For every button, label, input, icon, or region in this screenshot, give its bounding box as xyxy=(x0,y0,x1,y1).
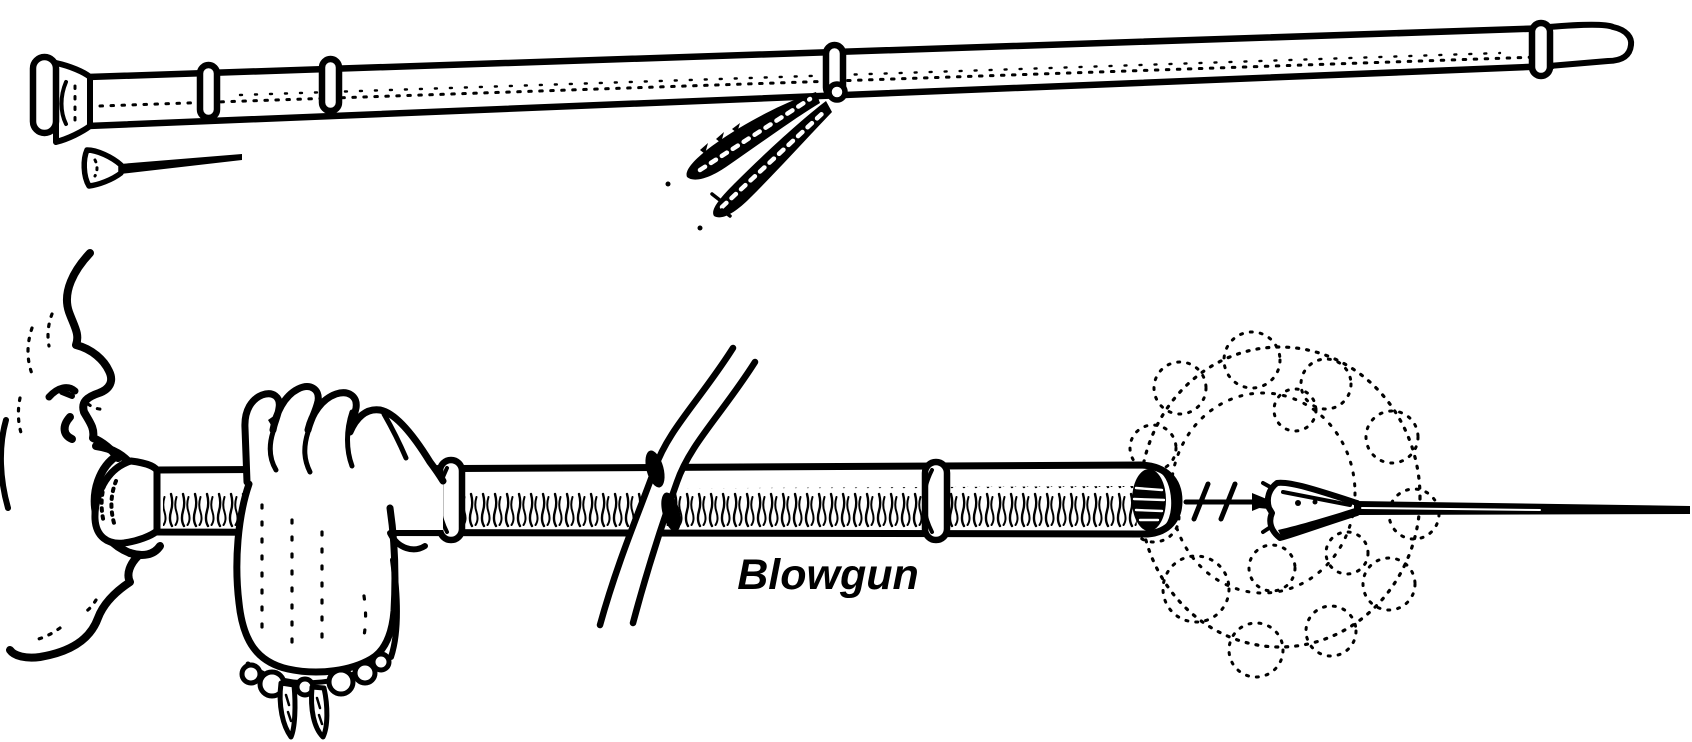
flying-dart-fluff-ticks xyxy=(1257,481,1274,534)
face-profile xyxy=(62,249,122,462)
fingers-contour xyxy=(241,383,447,486)
node-ring xyxy=(196,61,221,122)
cloud-lobe xyxy=(1324,530,1370,576)
fingernail xyxy=(268,413,278,430)
bracelet-bead xyxy=(326,667,356,697)
lower-lip xyxy=(126,542,164,559)
claw-hatch xyxy=(284,693,324,726)
muzzle-hatch xyxy=(1132,486,1166,522)
flying-dart-plug-shadow xyxy=(1278,508,1356,538)
cloud-lobe xyxy=(1272,387,1318,433)
top-tube-stipple-line xyxy=(98,55,1540,108)
bottom-mouthpiece xyxy=(91,457,161,547)
mouthpiece-stipple xyxy=(99,475,118,525)
eye-detail xyxy=(59,389,75,399)
flying-dart-speck xyxy=(1295,500,1301,506)
arrow-break-slashes xyxy=(1191,481,1238,522)
mouthpiece-cap xyxy=(29,53,60,137)
cloud-lobe xyxy=(1227,621,1285,679)
top-blowgun xyxy=(29,19,1635,231)
cloud-lobes xyxy=(1127,330,1441,679)
top-tube-stipple-line-2 xyxy=(238,51,1502,97)
cloud-lobe xyxy=(1152,360,1208,416)
feather-speck xyxy=(665,181,671,187)
dart-plug xyxy=(81,147,124,189)
feather-serration xyxy=(700,123,740,154)
feather-stray-barbs xyxy=(710,192,732,218)
cloud-lobe xyxy=(1364,409,1420,465)
feather-attachment-knob xyxy=(826,81,848,103)
muzzle xyxy=(1132,467,1177,534)
chin-jaw xyxy=(6,552,142,662)
feather-rachis xyxy=(697,96,813,173)
cloud-lobe xyxy=(1222,330,1282,390)
hunter-face xyxy=(0,249,164,662)
fist-fill xyxy=(236,484,395,673)
top-tube-node-rings xyxy=(196,41,848,122)
hunter-hand xyxy=(233,383,447,740)
top-tube-end-cap xyxy=(1546,21,1635,69)
claw-pendant xyxy=(309,684,330,740)
bracelet xyxy=(239,651,392,740)
break-blob xyxy=(661,492,681,532)
thumb-tip xyxy=(387,530,428,553)
cloud-lobe xyxy=(1161,554,1231,624)
flying-dart-shaft xyxy=(1356,501,1690,515)
bracelet-bead xyxy=(239,662,263,686)
node-ring-inner-arc xyxy=(922,468,934,534)
break-gap xyxy=(603,342,757,637)
tube-break-mark xyxy=(596,342,759,637)
cloud-lobe xyxy=(1247,543,1297,593)
claw-pendant xyxy=(277,680,298,740)
muzzle-rim xyxy=(1158,467,1177,534)
flying-dart-plug-line xyxy=(1281,490,1352,507)
finger-creases xyxy=(267,409,409,475)
feather-speck xyxy=(697,225,703,231)
dart-shaft xyxy=(120,154,242,174)
flying-dart-shaft-highlight xyxy=(1361,507,1541,511)
air-puff-cloud xyxy=(1127,330,1441,679)
break-line xyxy=(629,358,759,627)
bracelet-bead xyxy=(352,660,378,686)
cloud-lobe xyxy=(1361,556,1417,612)
nostril-shadow xyxy=(60,413,76,443)
bracelet-bead xyxy=(370,651,392,673)
feather-ornament xyxy=(665,92,832,231)
break-blob xyxy=(645,450,665,488)
dart-plug-stipple xyxy=(93,158,99,178)
face-stipple xyxy=(16,312,106,642)
mouthpiece-bulb xyxy=(91,457,161,547)
bottom-scene: Blowgun xyxy=(0,249,1690,740)
feather-rachis xyxy=(719,107,829,210)
air-blast-arrow xyxy=(1183,481,1274,522)
eye xyxy=(45,384,79,401)
bottom-tube-node-rings xyxy=(436,456,951,544)
cloud-lobe xyxy=(1304,604,1358,658)
cloud-inner-ring xyxy=(1169,391,1357,595)
node-ring xyxy=(318,55,343,115)
flying-dart xyxy=(1257,479,1690,541)
mouthpiece-inner-line xyxy=(59,80,68,126)
flying-dart-speck xyxy=(1312,499,1318,505)
face-far-edge xyxy=(0,417,11,511)
top-mouthpiece xyxy=(29,53,93,145)
end-node-ring xyxy=(1528,19,1554,80)
spare-dart xyxy=(81,147,242,189)
cloud-outer-ring xyxy=(1138,345,1422,649)
cloud-lobe xyxy=(1299,357,1353,411)
cloud-lobe xyxy=(1128,423,1178,473)
wrist-edge xyxy=(388,557,400,660)
caption-blowgun: Blowgun xyxy=(737,551,919,599)
